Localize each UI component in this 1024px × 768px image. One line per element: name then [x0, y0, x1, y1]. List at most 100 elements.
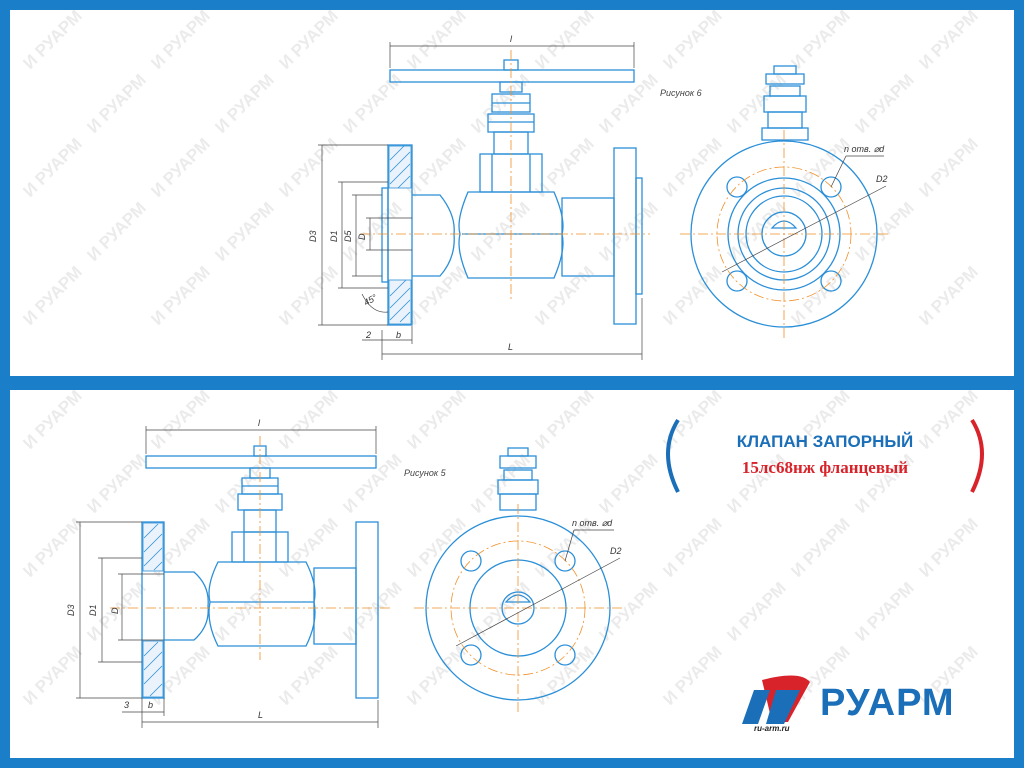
- watermark-text: И РУАРМ: [403, 390, 469, 453]
- watermark-text: И РУАРМ: [403, 10, 469, 73]
- watermark-text: И РУАРМ: [83, 450, 149, 516]
- dim-l-bottom: l: [258, 418, 261, 428]
- section-hatching: [388, 145, 412, 325]
- watermark-text: И РУАРМ: [83, 198, 149, 264]
- brand-logo: РУАРМ ru-arm.ru: [748, 680, 998, 740]
- watermark-text: И РУАРМ: [915, 10, 981, 73]
- watermark-text: И РУАРМ: [19, 514, 85, 580]
- watermark-text: И РУАРМ: [403, 134, 469, 200]
- figure-caption-5: Рисунок 5: [404, 468, 447, 478]
- watermark-text: И РУАРМ: [147, 134, 213, 200]
- watermark-text: И РУАРМ: [659, 134, 725, 200]
- watermark-text: И РУАРМ: [659, 10, 725, 73]
- watermark-text: И РУАРМ: [531, 390, 597, 453]
- watermark-text: И РУАРМ: [339, 450, 405, 516]
- watermark-text: И РУАРМ: [339, 578, 405, 644]
- watermark-text: И РУАРМ: [211, 578, 277, 644]
- watermark-text: И РУАРМ: [83, 70, 149, 136]
- flange-outline: [690, 140, 878, 328]
- bolt-hole: [820, 176, 842, 198]
- dim-l-top: l: [510, 34, 513, 44]
- watermark-text: И РУАРМ: [275, 514, 341, 580]
- watermark-text: И РУАРМ: [19, 390, 85, 453]
- watermark-text: И РУАРМ: [147, 390, 213, 453]
- watermark-text: И РУАРМ: [211, 70, 277, 136]
- watermark-text: И РУАРМ: [339, 70, 405, 136]
- dim-holes-top: n отв. ⌀d: [844, 144, 885, 154]
- watermark-text: И РУАРМ: [275, 134, 341, 200]
- watermark-text: И РУАРМ: [851, 198, 917, 264]
- watermark-text: И РУАРМ: [275, 390, 341, 453]
- dim-holes-bottom: n отв. ⌀d: [572, 518, 613, 528]
- dim-D-bottom: D: [110, 607, 120, 614]
- section-hatching: [142, 522, 164, 698]
- watermark-text: И РУАРМ: [659, 262, 725, 328]
- watermark-text: И РУАРМ: [595, 198, 661, 264]
- watermark-text: И РУАРМ: [147, 10, 213, 73]
- dim-D1-bottom: D1: [88, 604, 98, 616]
- dim-b-top: b: [396, 330, 401, 340]
- figure-caption-6: Рисунок 6: [660, 88, 702, 98]
- watermark-text: И РУАРМ: [659, 514, 725, 580]
- front-centerlines: [414, 504, 622, 712]
- dim-D5-top: D5: [343, 230, 353, 242]
- watermark-text: И РУАРМ: [211, 198, 277, 264]
- front-centerlines: [680, 130, 888, 338]
- dim-D2-bottom: D2: [610, 546, 622, 556]
- watermark-text: И РУАРМ: [403, 514, 469, 580]
- bolt-hole: [554, 644, 576, 666]
- watermark-text: И РУАРМ: [19, 262, 85, 328]
- product-model: 15лс68нж фланцевый: [741, 458, 909, 477]
- dim-L-bottom: L: [258, 710, 263, 720]
- watermark-text: И РУАРМ: [723, 578, 789, 644]
- dim-D1-top: D1: [329, 230, 339, 242]
- bolt-hole: [554, 550, 576, 572]
- watermark-text: И РУАРМ: [595, 70, 661, 136]
- product-title: КЛАПАН ЗАПОРНЫЙ: [736, 432, 914, 451]
- dim-D-top: D: [357, 233, 367, 240]
- watermark-text: И РУАРМ: [851, 70, 917, 136]
- bolt-hole: [820, 270, 842, 292]
- title-bracket-left: [666, 418, 680, 493]
- brand-site: ru-arm.ru: [754, 724, 790, 733]
- watermark-text: И РУАРМ: [595, 450, 661, 516]
- centerlines: [110, 436, 390, 660]
- watermark-text: И РУАРМ: [19, 134, 85, 200]
- dim-gap-bottom: 3: [124, 700, 129, 710]
- dimension-lines: [318, 42, 643, 360]
- watermark-text: И РУАРМ: [211, 450, 277, 516]
- product-title-block: КЛАПАН ЗАПОРНЫЙ 15лс68нж фланцевый: [670, 420, 980, 490]
- dim-chamfer-top: 45°: [362, 292, 379, 308]
- ruarm-logo-mark: [742, 675, 810, 724]
- front-dimension-lines: [455, 529, 621, 647]
- watermark-text: И РУАРМ: [19, 642, 85, 708]
- watermark-text: И РУАРМ: [275, 642, 341, 708]
- dimension-lines: [76, 426, 379, 728]
- brand-name: РУАРМ: [820, 682, 955, 724]
- watermark-text: И РУАРМ: [851, 578, 917, 644]
- watermark-text: И РУАРМ: [531, 10, 597, 73]
- flange-outline: [425, 515, 611, 701]
- centerlines: [360, 50, 650, 300]
- watermark-text: И РУАРМ: [531, 262, 597, 328]
- watermark-text: И РУАРМ: [787, 514, 853, 580]
- dim-gap-top: 2: [365, 330, 371, 340]
- watermark-text: И РУАРМ: [659, 642, 725, 708]
- watermark-text: И РУАРМ: [467, 198, 533, 264]
- watermark-text: И РУАРМ: [915, 514, 981, 580]
- dim-D3-top: D3: [308, 230, 318, 242]
- dim-D2-top: D2: [876, 174, 888, 184]
- bolt-hole: [460, 550, 482, 572]
- watermark-text: И РУАРМ: [147, 262, 213, 328]
- watermark-text: И РУАРМ: [275, 10, 341, 73]
- dim-D3-bottom: D3: [66, 604, 76, 616]
- bolt-hole: [460, 644, 482, 666]
- bolt-hole: [726, 270, 748, 292]
- watermark-text: И РУАРМ: [19, 10, 85, 73]
- watermark-text: И РУАРМ: [403, 642, 469, 708]
- watermark-text: И РУАРМ: [403, 262, 469, 328]
